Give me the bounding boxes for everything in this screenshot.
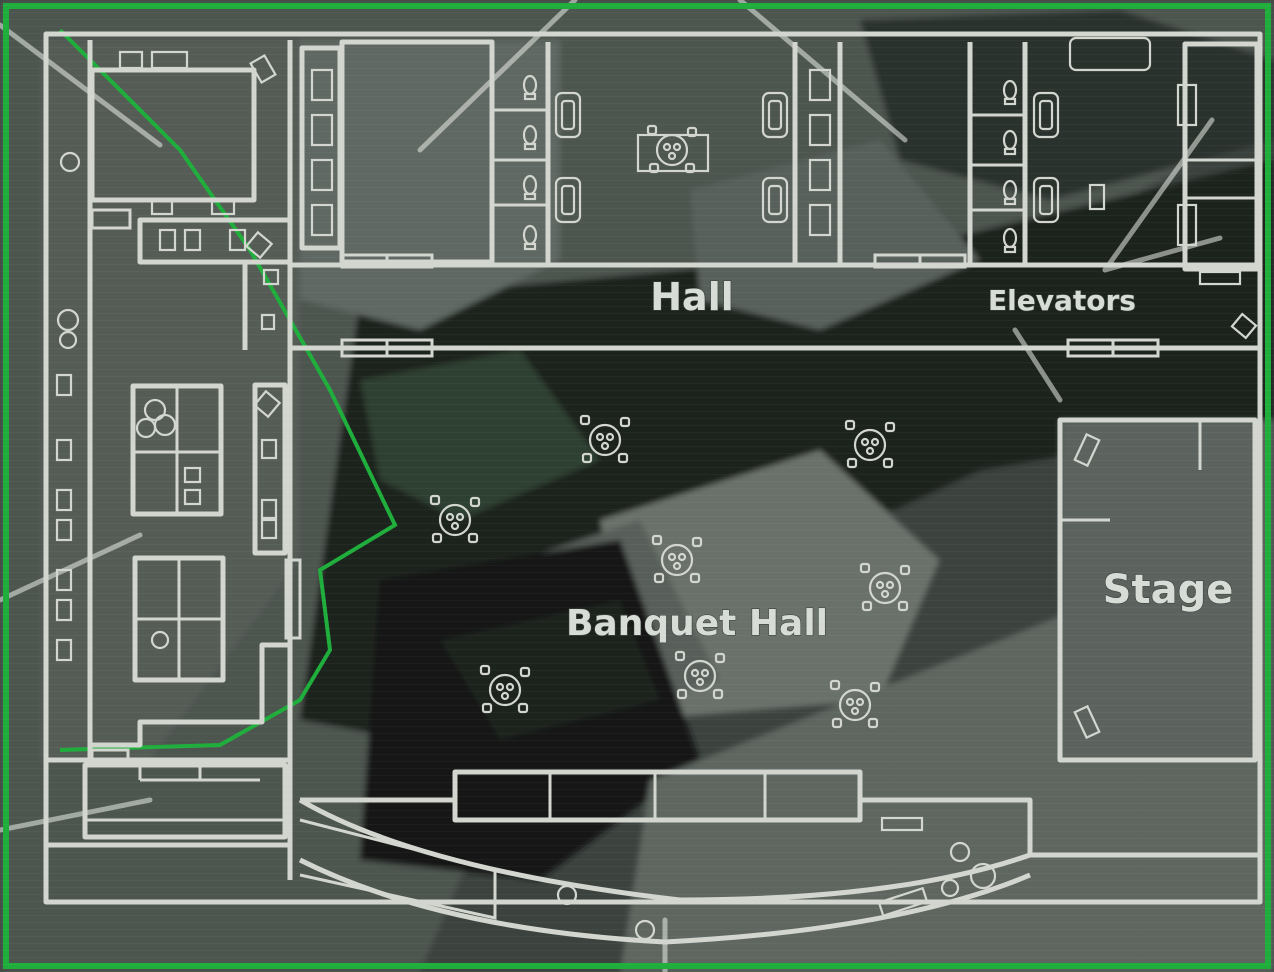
room-label-stage[interactable]: Stage [1102,566,1234,613]
room-label-hall[interactable]: Hall [650,274,735,319]
room-label-elevators[interactable]: Elevators [987,283,1136,317]
room-labels: Hall Elevators Stage Banquet Hall [565,274,1234,644]
room-label-banquet-hall[interactable]: Banquet Hall [565,602,828,644]
fixtures [55,36,1258,941]
